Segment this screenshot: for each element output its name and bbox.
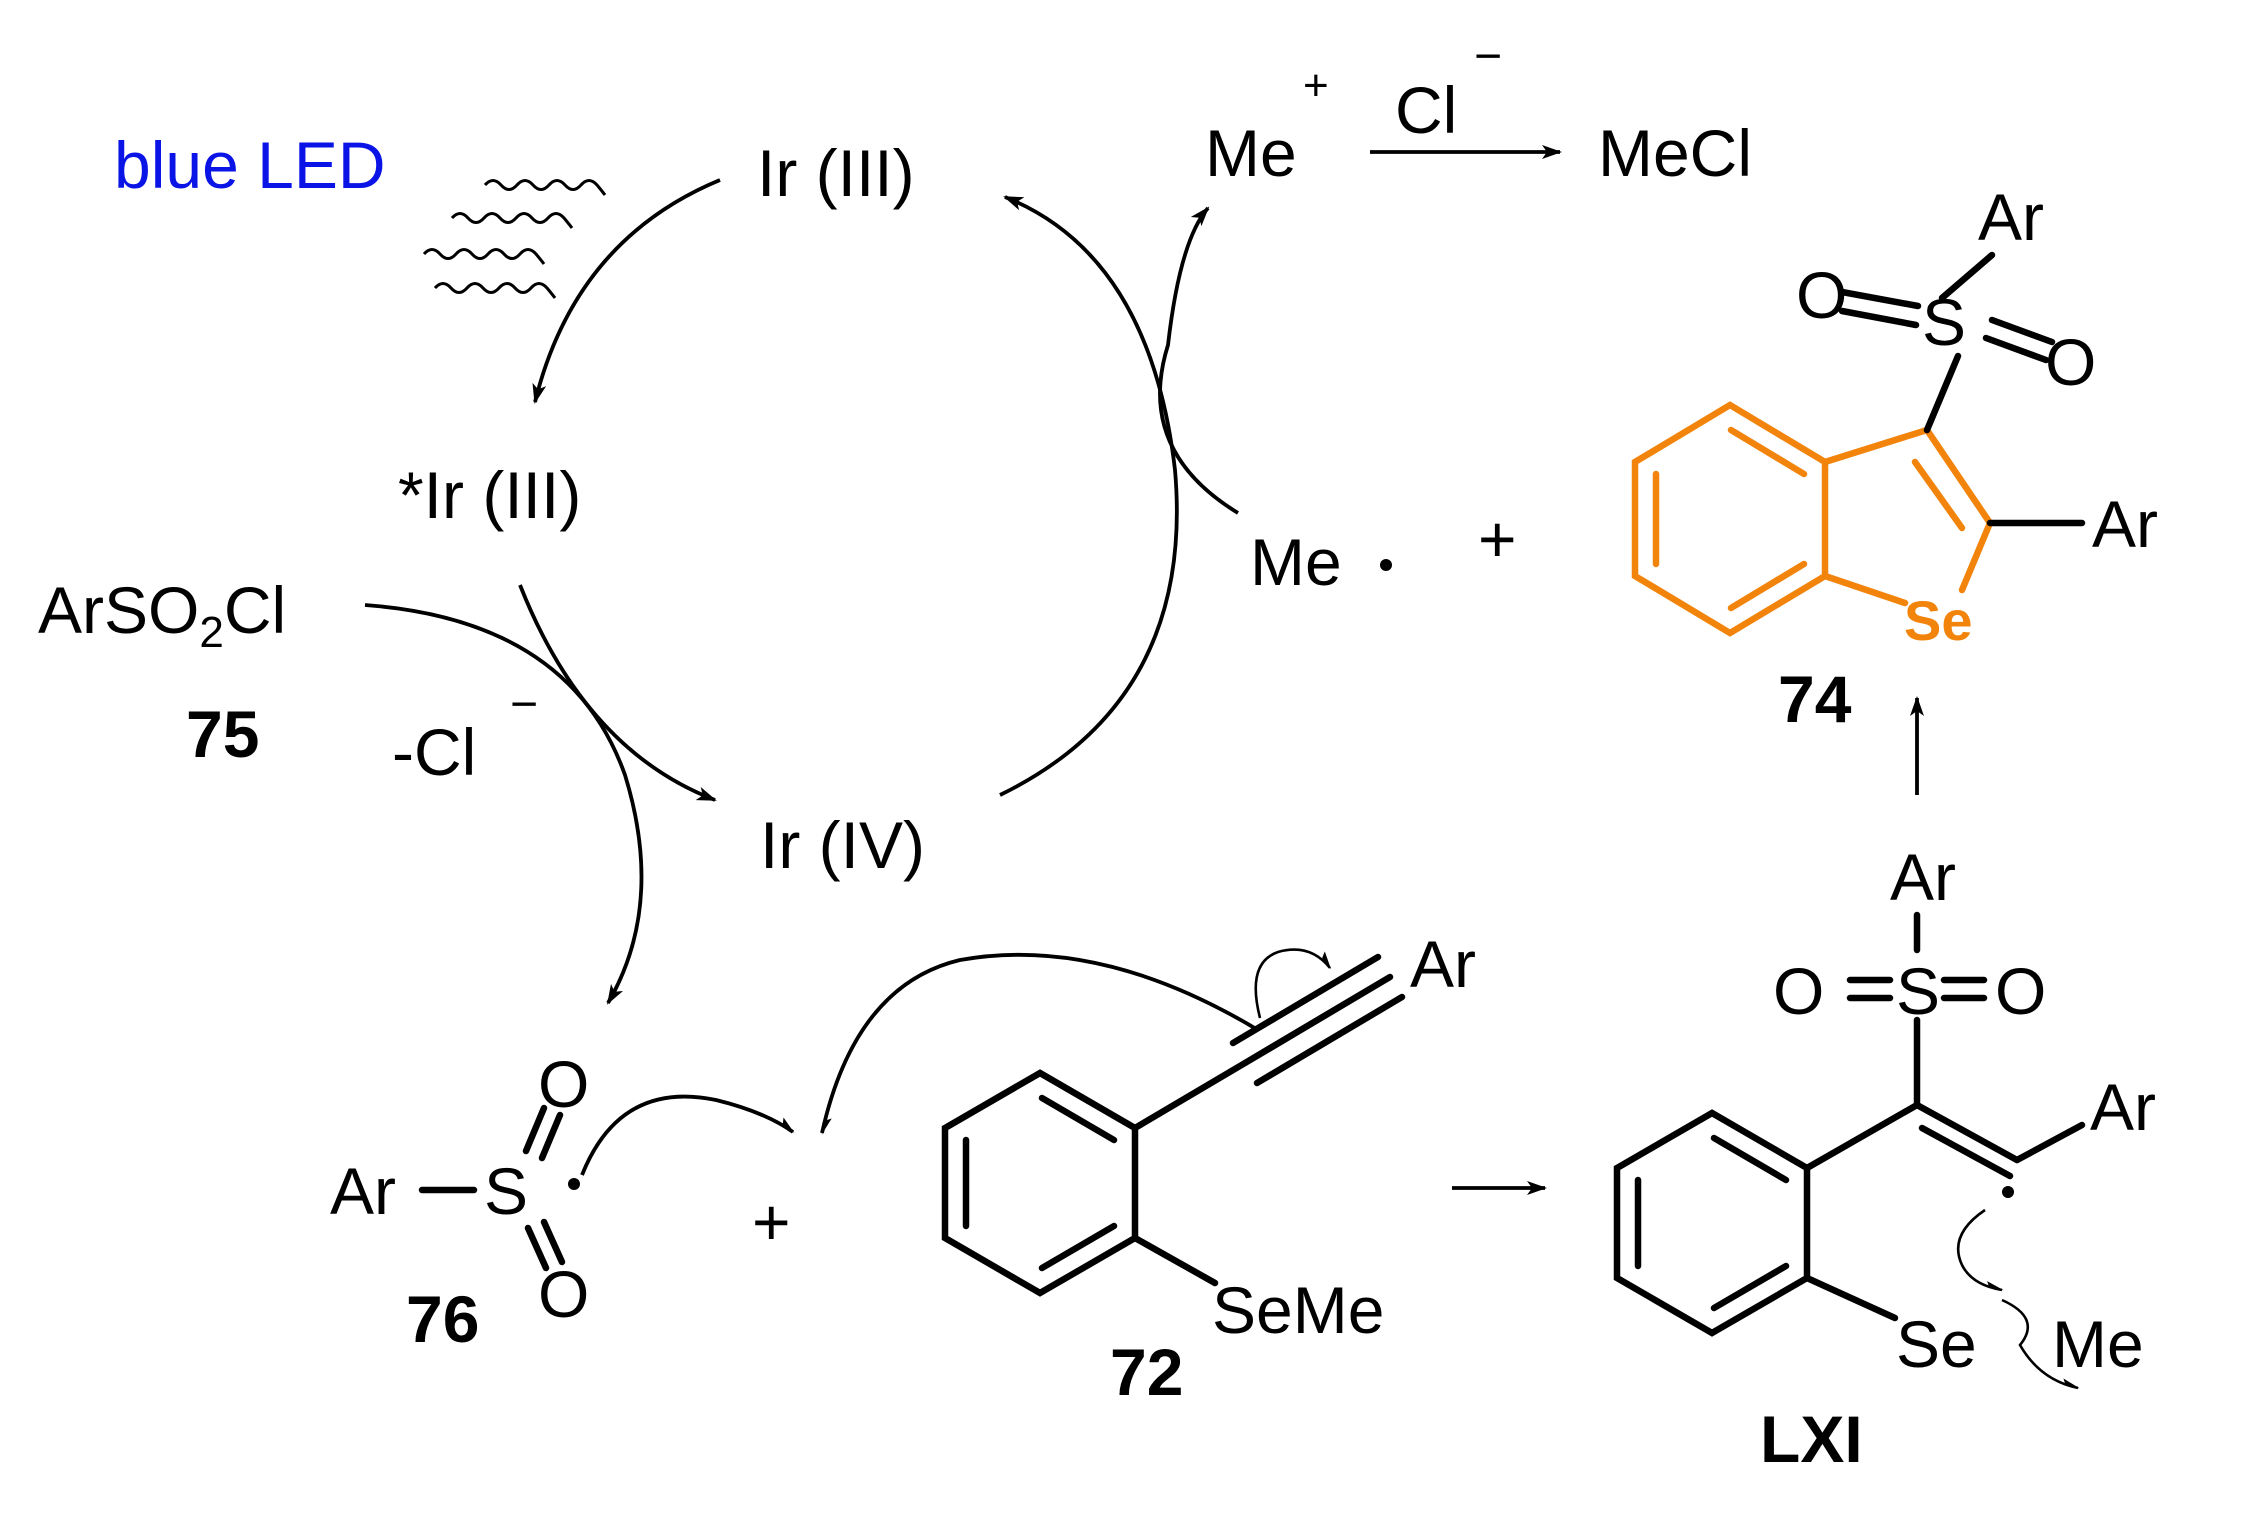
radical-76-aryl: Ar bbox=[330, 1154, 396, 1228]
alkyne-electron-arrow bbox=[1254, 948, 1332, 1019]
catalyst-regeneration-arrow bbox=[999, 195, 1179, 797]
methyl-oxidation-arrow bbox=[1158, 206, 1239, 515]
radical-addition-arrow bbox=[580, 1094, 795, 1176]
se-attack-arrow bbox=[1956, 1208, 2004, 1292]
oxidative-quenching-arrow bbox=[518, 584, 717, 802]
intermediate-selenium: Se bbox=[1896, 1307, 1977, 1381]
reduction-arrow bbox=[364, 603, 644, 1005]
radical-76-oxygen-bottom: O bbox=[538, 1257, 589, 1331]
compound-74-number: 74 bbox=[1778, 662, 1852, 736]
methyl-chloride-label: MeCl bbox=[1598, 116, 1752, 190]
product-74-structure bbox=[1631, 251, 2086, 637]
intermediate-oxygen-right: O bbox=[1995, 954, 2046, 1028]
sulfonyl-radical-76-structure bbox=[418, 1104, 566, 1272]
plus-sign-bottom: + bbox=[752, 1185, 791, 1259]
intermediate-oxygen-left: O bbox=[1773, 954, 1824, 1028]
blue-led-label: blue LED bbox=[114, 128, 386, 202]
intermediate-lxi-number: LXI bbox=[1760, 1402, 1863, 1476]
intermediate-vinyl-aryl: Ar bbox=[2090, 1070, 2156, 1144]
compound-75-number: 75 bbox=[186, 697, 259, 771]
vinyl-radical-dot bbox=[2002, 1186, 2014, 1198]
product-74-selenium: Se bbox=[1904, 589, 1973, 652]
radical-76-oxygen-top: O bbox=[538, 1047, 589, 1121]
plus-sign-top: + bbox=[1478, 502, 1517, 576]
methyl-cation-label: Me bbox=[1205, 116, 1297, 190]
chloride-loss-label: -Cl bbox=[392, 715, 476, 789]
light-waves-icon bbox=[422, 179, 607, 299]
intermediate-aryl-sulfonyl: Ar bbox=[1890, 840, 1956, 914]
product-74-aryl-sulfonyl: Ar bbox=[1978, 180, 2044, 254]
product-74-aryl-2: Ar bbox=[2092, 487, 2158, 561]
sulfonyl-chloride-label: ArSO2Cl bbox=[38, 573, 286, 657]
methyl-cation-charge: + bbox=[1303, 61, 1329, 110]
intermediate-lxi-structure bbox=[1613, 911, 2086, 1337]
alkyne-attack-arrow bbox=[820, 952, 1259, 1135]
substrate-72-structure bbox=[941, 953, 1406, 1297]
ir-iv-label: Ir (IV) bbox=[760, 808, 925, 882]
product-74-oxygen-left: O bbox=[1796, 258, 1847, 332]
methyl-radical-label: Me bbox=[1250, 525, 1342, 599]
product-74-sulfur: S bbox=[1922, 285, 1966, 359]
excited-ir-iii-label: *Ir (III) bbox=[398, 458, 581, 532]
radical-76-sulfur: S bbox=[484, 1154, 528, 1228]
compound-76-number: 76 bbox=[406, 1282, 479, 1356]
compound-72-number: 72 bbox=[1110, 1335, 1183, 1409]
excitation-arrow bbox=[532, 178, 721, 404]
substrate-72-aryl: Ar bbox=[1410, 927, 1476, 1001]
methyl-radical-dot bbox=[1380, 559, 1392, 571]
intermediate-sulfur: S bbox=[1896, 954, 1940, 1028]
chloride-label: Cl bbox=[1395, 73, 1457, 147]
intermediate-methyl: Me bbox=[2052, 1307, 2144, 1381]
se-me-cleavage-arrow bbox=[2001, 1298, 2080, 1390]
sulfonyl-radical-dot bbox=[568, 1178, 580, 1190]
substrate-72-selenomethyl: SeMe bbox=[1212, 1273, 1384, 1347]
chloride-loss-charge: − bbox=[510, 678, 538, 731]
product-74-oxygen-right: O bbox=[2045, 325, 2096, 399]
chloride-charge: − bbox=[1474, 30, 1502, 83]
ir-iii-label: Ir (III) bbox=[757, 136, 915, 210]
